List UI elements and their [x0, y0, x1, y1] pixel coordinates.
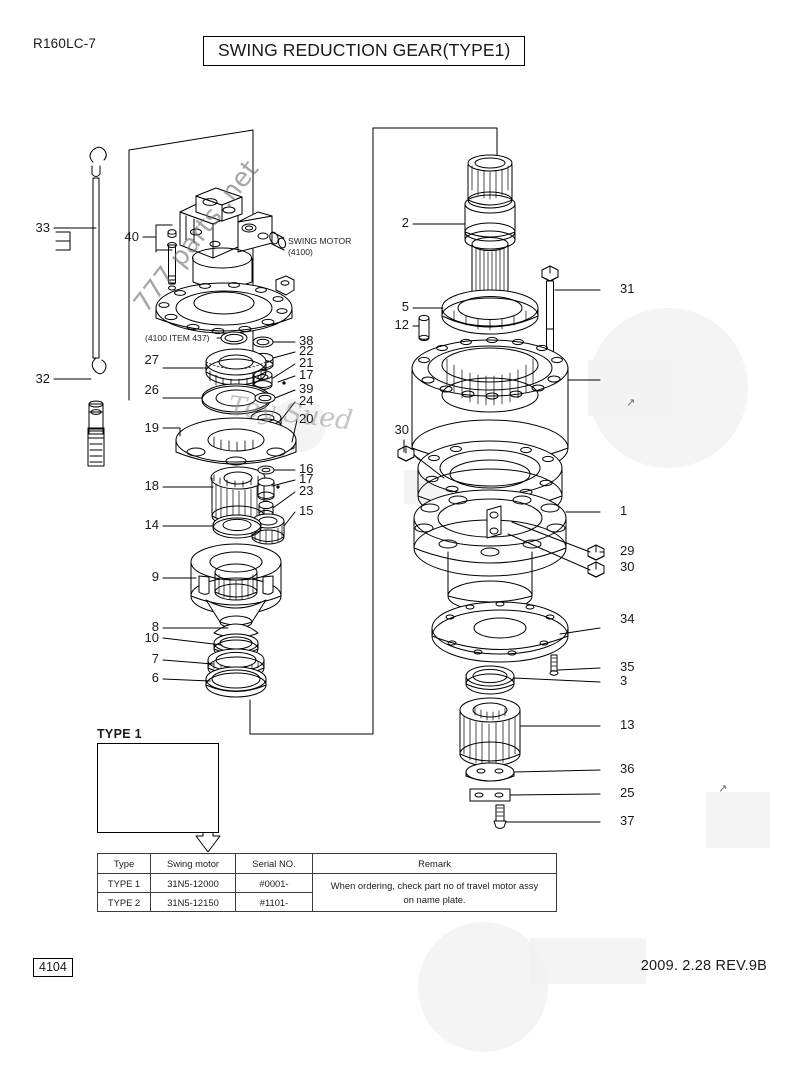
callout-35: 35: [620, 659, 635, 674]
cell-type-2: TYPE 2: [97, 892, 151, 912]
callout-17-lower: 17: [299, 471, 314, 486]
item-437-annotation: (4100 ITEM 437): [145, 333, 210, 343]
callout-27: 27: [144, 352, 159, 367]
callout-2: 2: [401, 215, 409, 230]
callout-14: 14: [144, 517, 159, 532]
callout-15: 15: [299, 503, 314, 518]
callout-7: 7: [151, 651, 159, 666]
callout-8: 8: [151, 619, 159, 634]
spec-table: Type Swing motor Serial NO. Remark TYPE …: [97, 853, 557, 912]
cell-serial-2: #1101-: [235, 892, 313, 912]
cell-motor-1: 31N5-12000: [150, 873, 236, 893]
callout-20: 20: [299, 411, 314, 426]
header-type: Type: [97, 853, 151, 874]
cell-type-1: TYPE 1: [97, 873, 151, 893]
spec-table-header-row: Type Swing motor Serial NO. Remark: [97, 853, 557, 874]
callout-26: 26: [144, 382, 159, 397]
page-number: 4104: [33, 958, 73, 977]
callout-16: 16: [299, 461, 314, 476]
cell-serial-1: #0001-: [235, 873, 313, 893]
callout-38: 38: [299, 333, 314, 348]
callout-29: 29: [620, 543, 635, 558]
type1-inset-box: [97, 743, 219, 833]
header-motor: Swing motor: [150, 853, 236, 874]
callout-5: 5: [401, 299, 409, 314]
callout-9: 9: [151, 569, 159, 584]
type1-inset-label: TYPE 1: [97, 727, 142, 741]
table-row: TYPE 2 31N5-12150 #1101-: [97, 892, 557, 912]
callout-19: 19: [144, 420, 159, 435]
callout-37: 37: [620, 813, 635, 828]
callout-34: 34: [620, 611, 635, 626]
callout-21: 21: [299, 355, 314, 370]
revision-date: 2009. 2.28 REV.9B: [640, 958, 767, 974]
remark-line-1: When ordering, check part no of travel m…: [330, 879, 539, 891]
cell-remark: When ordering, check part no of travel m…: [312, 873, 557, 912]
callout-39: 39: [299, 381, 314, 396]
callout-25: 25: [620, 785, 635, 800]
callout-18: 18: [144, 478, 159, 493]
swing-motor-ref: (4100): [288, 246, 313, 257]
callout-30-upper: 30: [394, 422, 409, 437]
page-title: SWING REDUCTION GEAR(TYPE1): [203, 36, 526, 66]
callout-13: 13: [620, 717, 635, 732]
callout-10: 10: [144, 630, 159, 645]
page-title-text: SWING REDUCTION GEAR(TYPE1): [218, 40, 511, 60]
callout-30-lower: 30: [620, 559, 635, 574]
callout-32: 32: [35, 371, 50, 386]
callout-24: 24: [299, 393, 314, 408]
header-serial: Serial NO.: [235, 853, 313, 874]
callout-33: 33: [35, 220, 50, 235]
callout-40: 40: [124, 229, 139, 244]
model-code: R160LC-7: [33, 36, 97, 51]
table-row: TYPE 1 31N5-12000 #0001- When ordering, …: [97, 873, 557, 912]
callout-17-upper: 17: [299, 367, 314, 382]
callout-12: 12: [394, 317, 409, 332]
swing-motor-label: SWING MOTOR: [288, 236, 352, 246]
callout-1: 1: [620, 503, 628, 518]
swing-motor-annotation: SWING MOTOR (4100): [288, 236, 351, 257]
remark-line-2: on name plate.: [403, 893, 466, 905]
callout-22: 22: [299, 343, 314, 358]
callout-3: 3: [620, 673, 628, 688]
callout-23: 23: [299, 483, 314, 498]
header-remark: Remark: [312, 853, 557, 874]
cell-motor-2: 31N5-12150: [150, 892, 236, 912]
callout-6: 6: [151, 670, 159, 685]
callout-31: 31: [620, 281, 635, 296]
callout-36: 36: [620, 761, 635, 776]
